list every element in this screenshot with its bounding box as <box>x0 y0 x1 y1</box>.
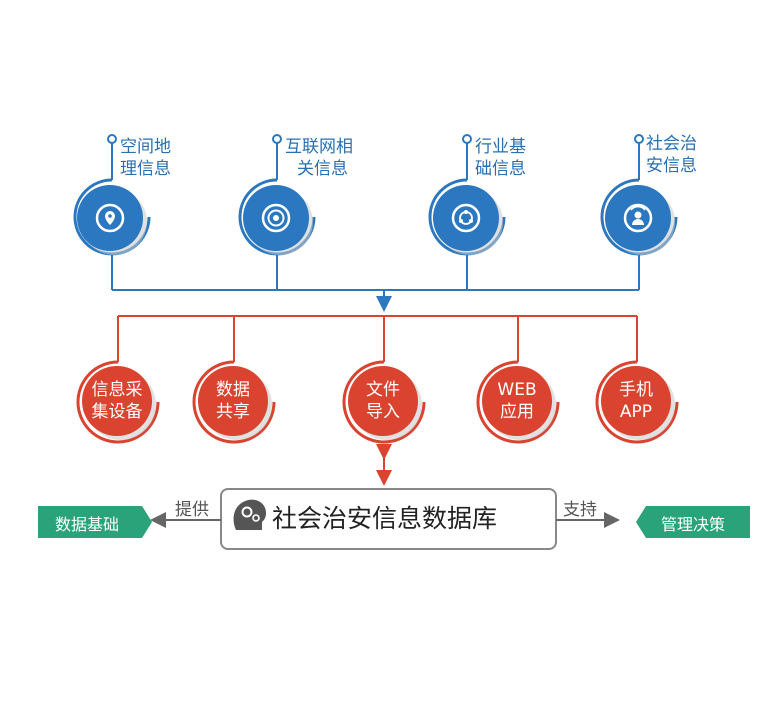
brain-gears-icon <box>233 499 266 530</box>
source-label-1: 空间地理信息 <box>120 137 171 179</box>
method-label-2: 数据共享 <box>216 380 250 422</box>
node-circle-icon <box>459 210 473 225</box>
method-node-5 <box>595 316 679 444</box>
source-label-4: 社会治安信息 <box>646 134 697 176</box>
left-tag-shape <box>38 506 152 538</box>
right-tag-shape <box>636 506 750 538</box>
source-node-4 <box>600 134 678 290</box>
source-label-3: 行业基础信息 <box>475 137 526 179</box>
person-signal-icon <box>630 205 646 225</box>
source-node-1 <box>73 134 151 290</box>
source-node-3 <box>428 134 506 290</box>
right-arrow-label: 支持 <box>563 500 597 520</box>
right-tag-label: 管理决策 <box>661 515 726 534</box>
map-pin-icon <box>105 211 115 225</box>
method-node-4 <box>476 316 560 444</box>
method-node-3 <box>342 316 426 444</box>
method-label-3: 文件导入 <box>366 380 400 422</box>
method-label-1: 信息采集设备 <box>91 380 143 422</box>
source-node-2 <box>238 134 316 290</box>
method-node-1 <box>76 316 160 444</box>
source-label-2: 互联网相关信息 <box>285 137 353 179</box>
left-arrow-label: 提供 <box>175 500 209 520</box>
left-tag-label: 数据基础 <box>55 515 120 534</box>
method-node-2 <box>192 316 276 444</box>
target-disc-icon <box>267 209 285 227</box>
hub-title: 社会治安信息数据库 <box>272 504 498 533</box>
